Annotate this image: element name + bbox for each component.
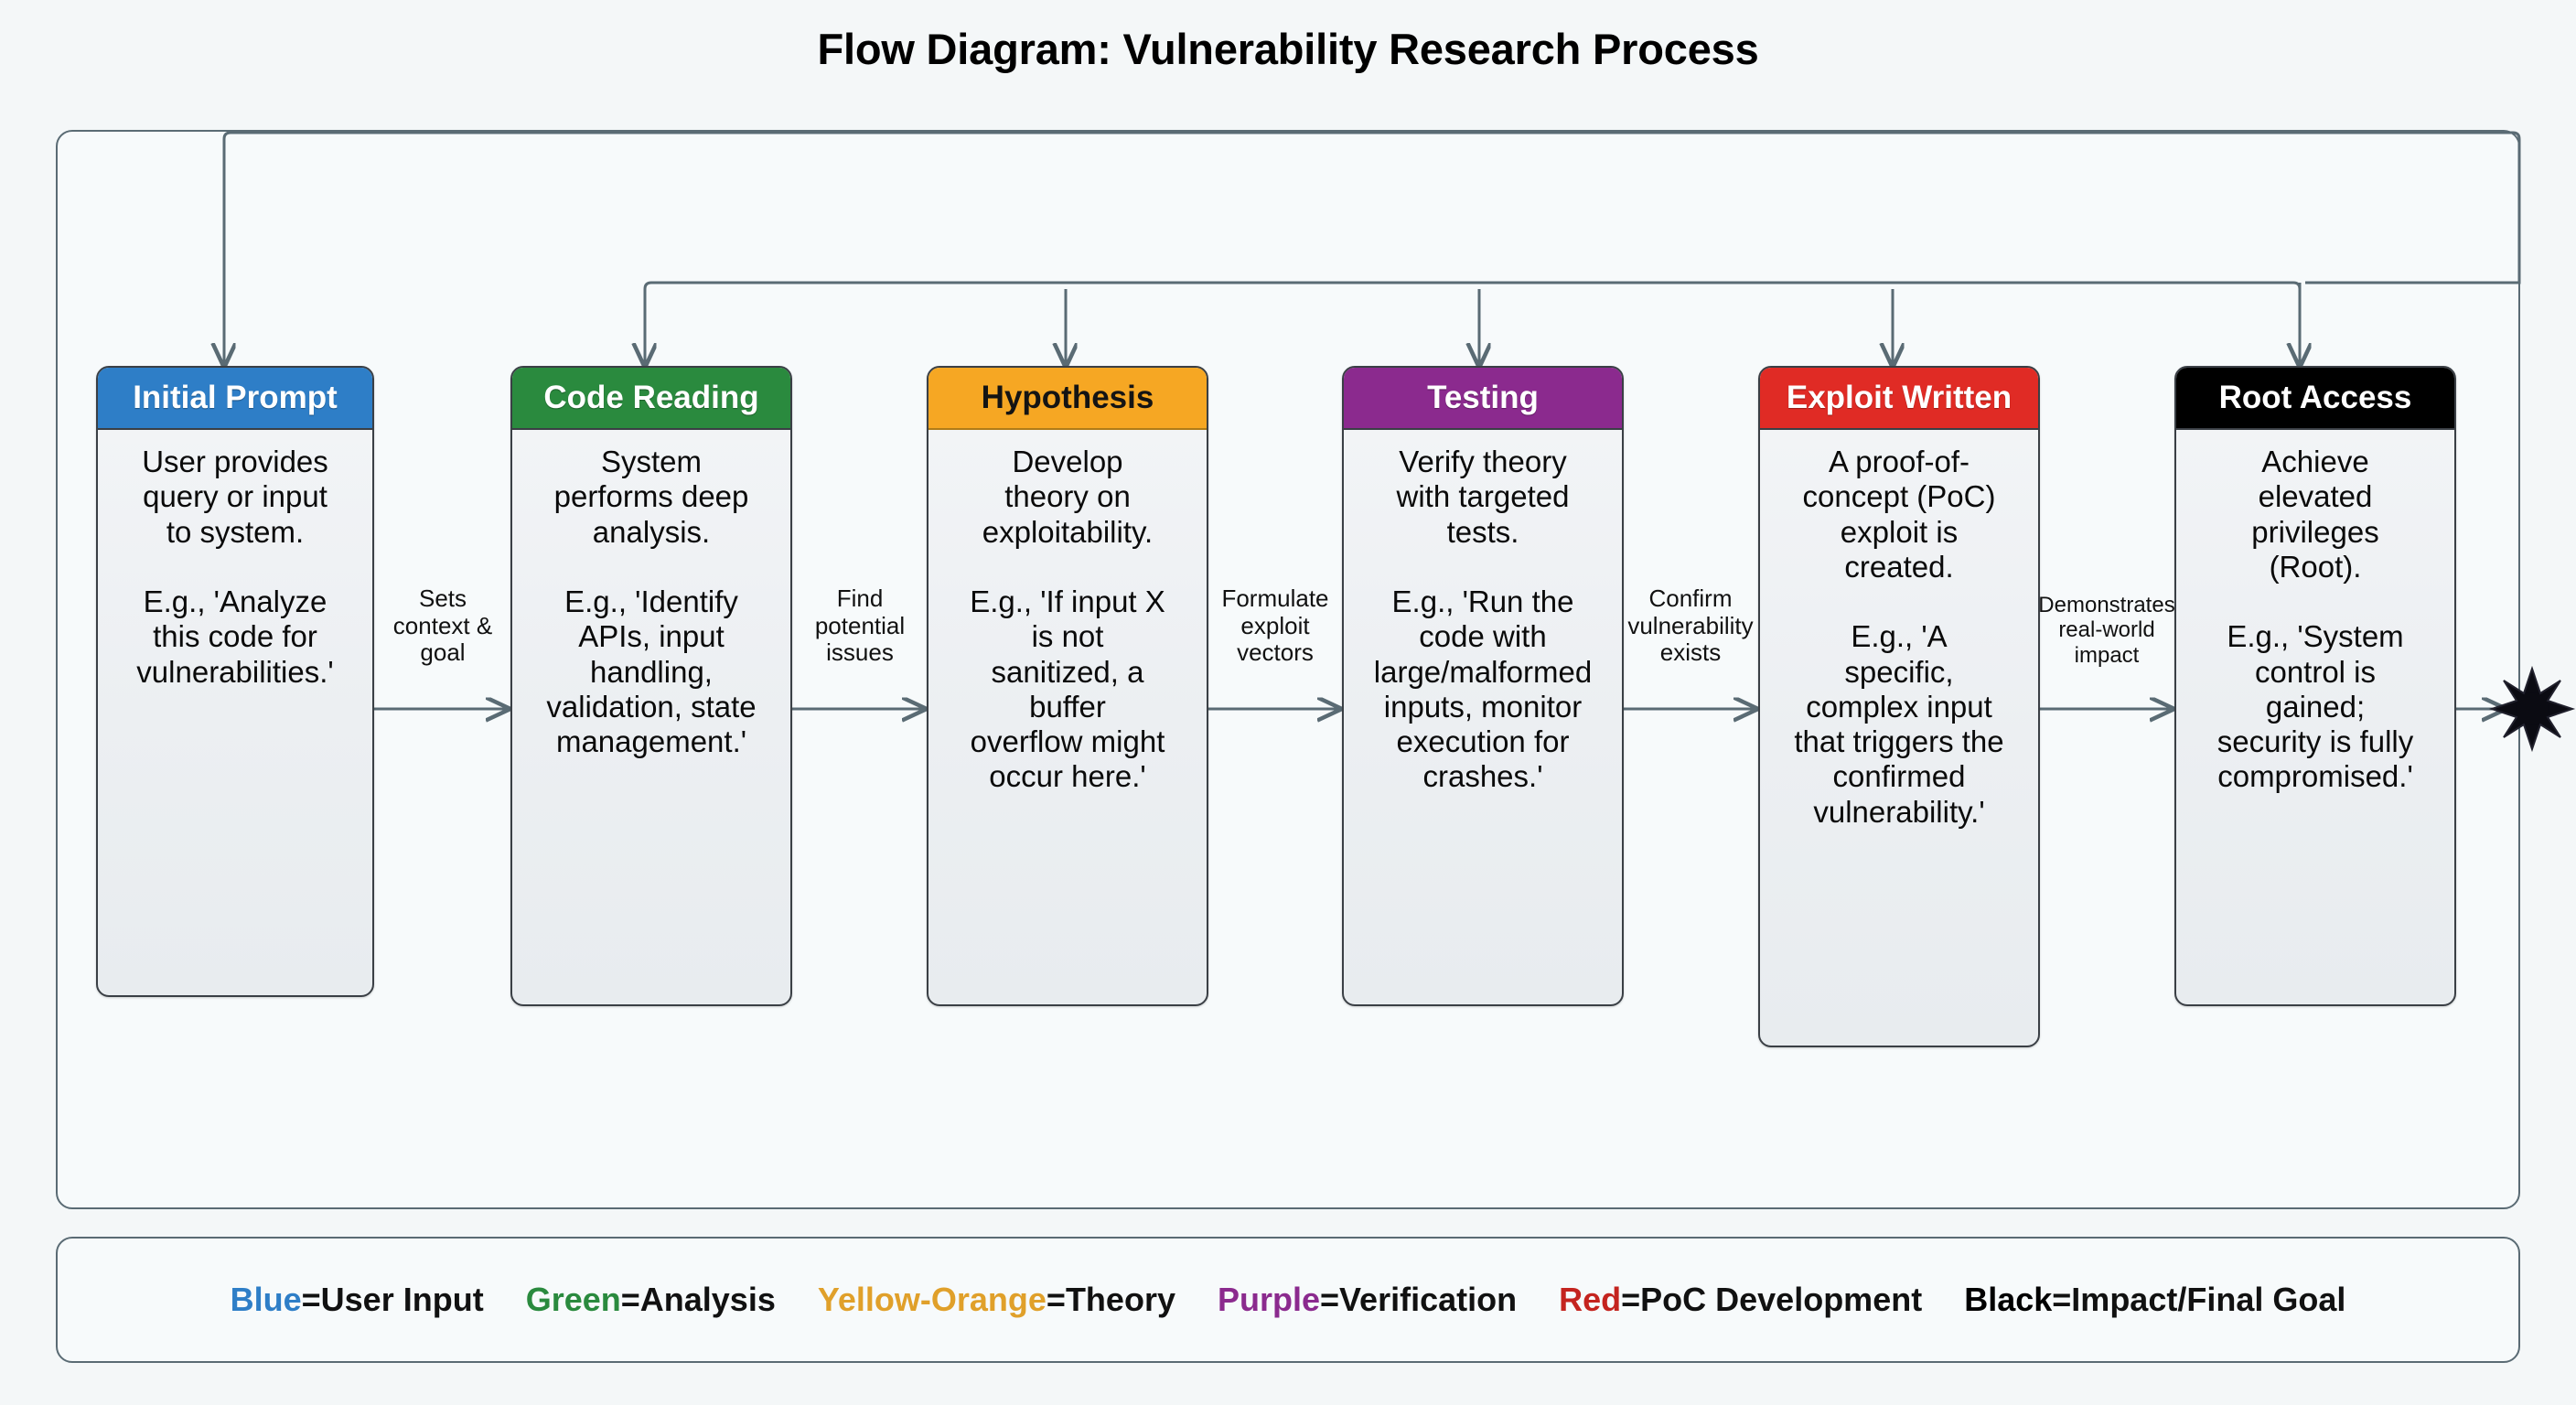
legend-item-green: Green=Analysis: [526, 1281, 776, 1319]
node-root-access[interactable]: Root Access Achieve elevated privileges …: [2174, 366, 2456, 1006]
node-hypothesis[interactable]: Hypothesis Develop theory on exploitabil…: [927, 366, 1208, 1006]
node-root-access-body: Achieve elevated privileges (Root). E.g.…: [2216, 445, 2414, 794]
node-initial-prompt-header: Initial Prompt: [98, 368, 372, 430]
node-hypothesis-header: Hypothesis: [928, 368, 1207, 430]
legend-key-black: Black: [1964, 1281, 2053, 1318]
node-exploit-written[interactable]: Exploit Written A proof-of- concept (PoC…: [1758, 366, 2040, 1047]
page-title: Flow Diagram: Vulnerability Research Pro…: [817, 25, 1759, 73]
node-testing[interactable]: Testing Verify theory with targeted test…: [1342, 366, 1624, 1006]
edge-label-formulate-exploit-vectors: Formulate exploit vectors: [1221, 585, 1329, 667]
legend-value-yellow-orange: =Theory: [1046, 1281, 1175, 1318]
node-hypothesis-body: Develop theory on exploitability. E.g., …: [970, 445, 1165, 794]
edge-label-find-potential-issues: Find potential issues: [814, 585, 906, 667]
flow-diagram-panel: [56, 130, 2520, 1209]
node-testing-body: Verify theory with targeted tests. E.g.,…: [1373, 445, 1593, 794]
edge-label-sets-context-goal: Sets context & goal: [392, 585, 493, 667]
legend-value-green: =Analysis: [620, 1281, 776, 1318]
legend-row: Blue=User Input Green=Analysis Yellow-Or…: [231, 1281, 2346, 1319]
node-code-reading-header: Code Reading: [512, 368, 790, 430]
node-code-reading-body: System performs deep analysis. E.g., 'Id…: [546, 445, 757, 759]
node-initial-prompt-body: User provides query or input to system. …: [136, 445, 334, 689]
node-initial-prompt[interactable]: Initial Prompt User provides query or in…: [96, 366, 374, 997]
node-root-access-header: Root Access: [2176, 368, 2454, 430]
legend-key-blue: Blue: [230, 1281, 302, 1318]
edge-label-confirm-vulnerability-exists: Confirm vulnerability exists: [1627, 585, 1754, 667]
node-code-reading[interactable]: Code Reading System performs deep analys…: [510, 366, 792, 1006]
legend-item-yellow-orange: Yellow-Orange=Theory: [818, 1281, 1175, 1319]
legend-value-black: =Impact/Final Goal: [2052, 1281, 2346, 1318]
legend-panel: Blue=User Input Green=Analysis Yellow-Or…: [56, 1237, 2520, 1363]
legend-key-purple: Purple: [1217, 1281, 1320, 1318]
legend-key-red: Red: [1559, 1281, 1622, 1318]
legend-item-blue: Blue=User Input: [231, 1281, 484, 1319]
legend-key-green: Green: [525, 1281, 621, 1318]
edge-label-demonstrates-real-world-impact: Demonstrates real-world impact: [2038, 593, 2175, 668]
legend-key-yellow-orange: Yellow-Orange: [817, 1281, 1046, 1318]
legend-value-purple: =Verification: [1320, 1281, 1518, 1318]
node-exploit-written-header: Exploit Written: [1760, 368, 2038, 430]
legend-item-purple: Purple=Verification: [1218, 1281, 1517, 1319]
legend-value-blue: =User Input: [301, 1281, 484, 1318]
legend-value-red: =PoC Development: [1621, 1281, 1923, 1318]
node-testing-header: Testing: [1344, 368, 1622, 430]
legend-item-black: Black=Impact/Final Goal: [1964, 1281, 2345, 1319]
legend-item-red: Red=PoC Development: [1559, 1281, 1922, 1319]
node-exploit-written-body: A proof-of- concept (PoC) exploit is cre…: [1794, 445, 2004, 829]
